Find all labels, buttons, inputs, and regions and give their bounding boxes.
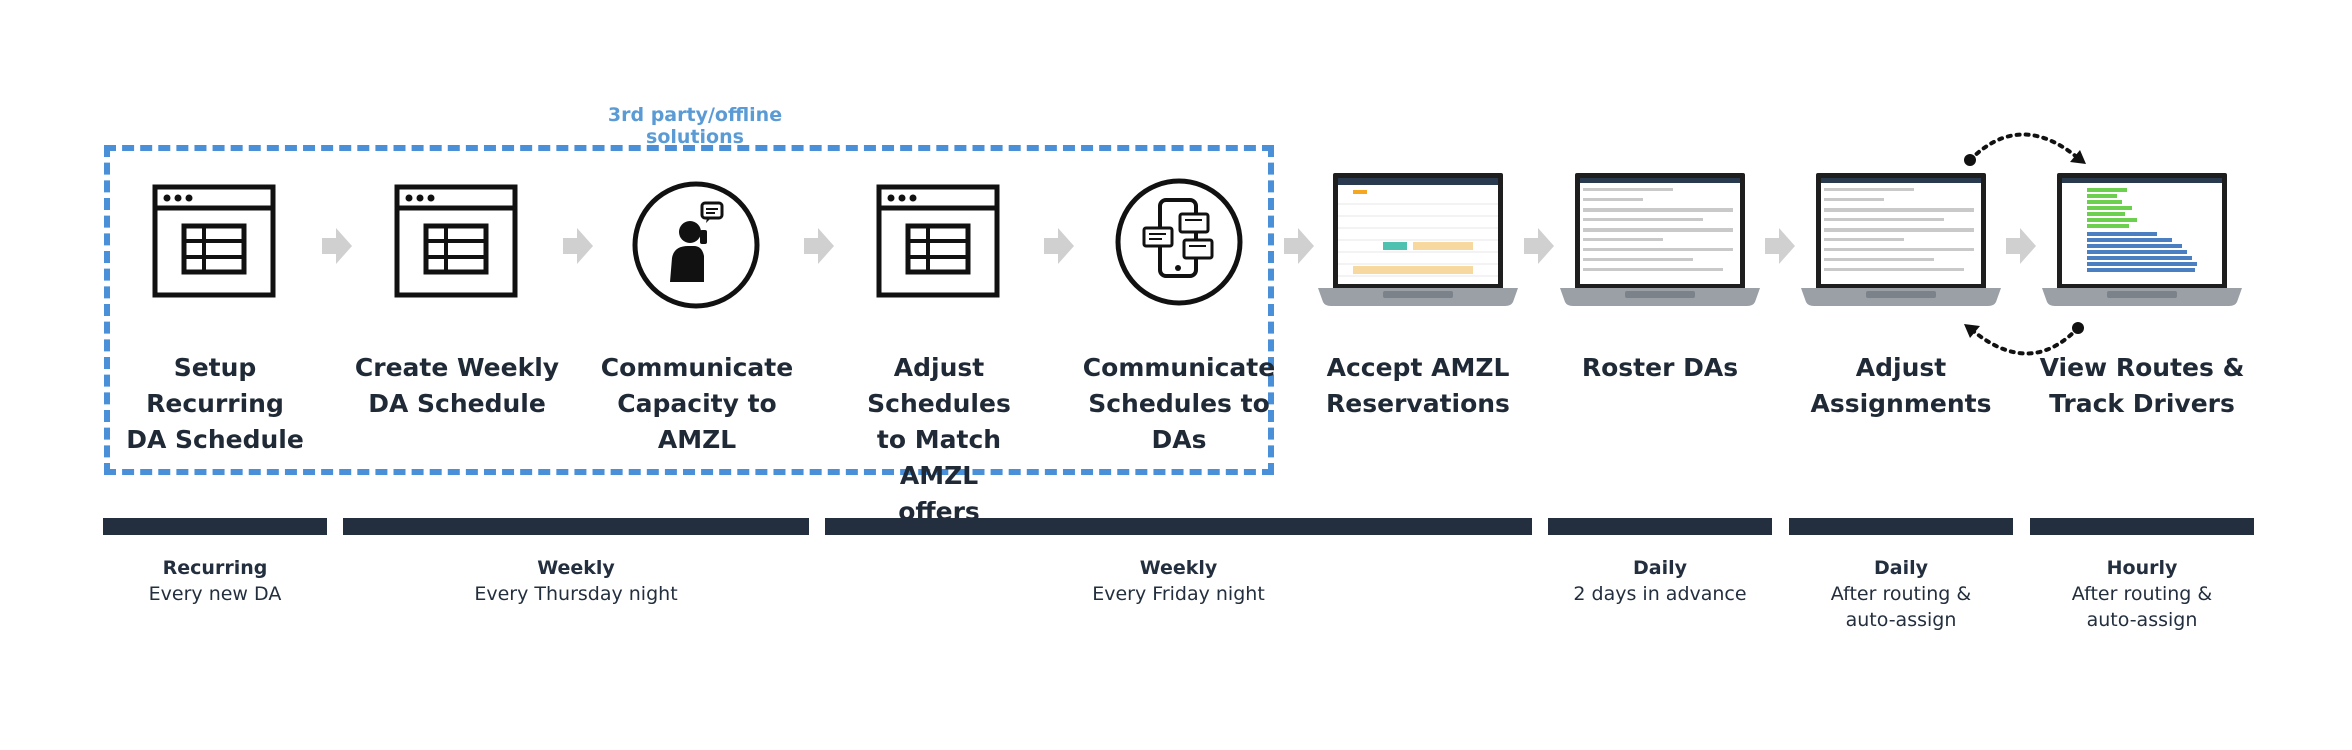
cadence-label-weekly-thursday: Weekly Every Thursday night bbox=[474, 557, 678, 605]
cadence-bar-weekly-friday bbox=[825, 518, 1532, 535]
cadence-bar-weekly-thursday bbox=[343, 518, 809, 535]
flow-arrow-icon bbox=[1524, 228, 1554, 264]
flow-arrow-icon bbox=[1284, 228, 1314, 264]
flow-arrow-icon bbox=[1765, 228, 1795, 264]
calendar-grid-icon bbox=[382, 170, 532, 320]
flow-arrow-icon bbox=[1044, 228, 1074, 264]
loop-arrows-icon bbox=[1964, 132, 2086, 356]
laptop-form-icon bbox=[1796, 170, 2006, 320]
offline-solutions-box bbox=[104, 145, 1274, 475]
step-label-view-routes: View Routes &Track Drivers bbox=[2039, 353, 2245, 418]
flow-arrow-icon bbox=[563, 228, 593, 264]
flow-arrow-icon bbox=[804, 228, 834, 264]
mobile-messages-icon bbox=[1104, 170, 1254, 320]
cadence-bar-recurring bbox=[103, 518, 327, 535]
cadence-bar-hourly bbox=[2030, 518, 2254, 535]
step-label-roster-das: Roster DAs bbox=[1581, 353, 1739, 382]
calendar-grid-icon bbox=[864, 170, 1014, 320]
cadence-bar-daily-assign bbox=[1789, 518, 2013, 535]
person-phone-chat-icon bbox=[622, 170, 772, 320]
cadence-label-hourly: Hourly After routing & auto-assign bbox=[2071, 557, 2213, 631]
flow-arrow-icon bbox=[322, 228, 352, 264]
laptop-bars-icon bbox=[2037, 170, 2247, 320]
cadence-bar-daily-advance bbox=[1548, 518, 1772, 535]
cadence-label-daily-assign: Daily After routing & auto-assign bbox=[1830, 557, 1972, 631]
cadence-label-weekly-friday: Weekly Every Friday night bbox=[1092, 557, 1265, 605]
cadence-label-daily-advance: Daily 2 days in advance bbox=[1573, 557, 1747, 605]
calendar-grid-icon bbox=[140, 170, 290, 320]
flow-arrow-icon bbox=[2006, 228, 2036, 264]
laptop-form-icon bbox=[1555, 170, 1765, 320]
cadence-label-recurring: Recurring Every new DA bbox=[148, 557, 282, 605]
offline-solutions-label: 3rd party/offline solutions bbox=[607, 104, 783, 148]
laptop-table-icon bbox=[1313, 170, 1523, 320]
